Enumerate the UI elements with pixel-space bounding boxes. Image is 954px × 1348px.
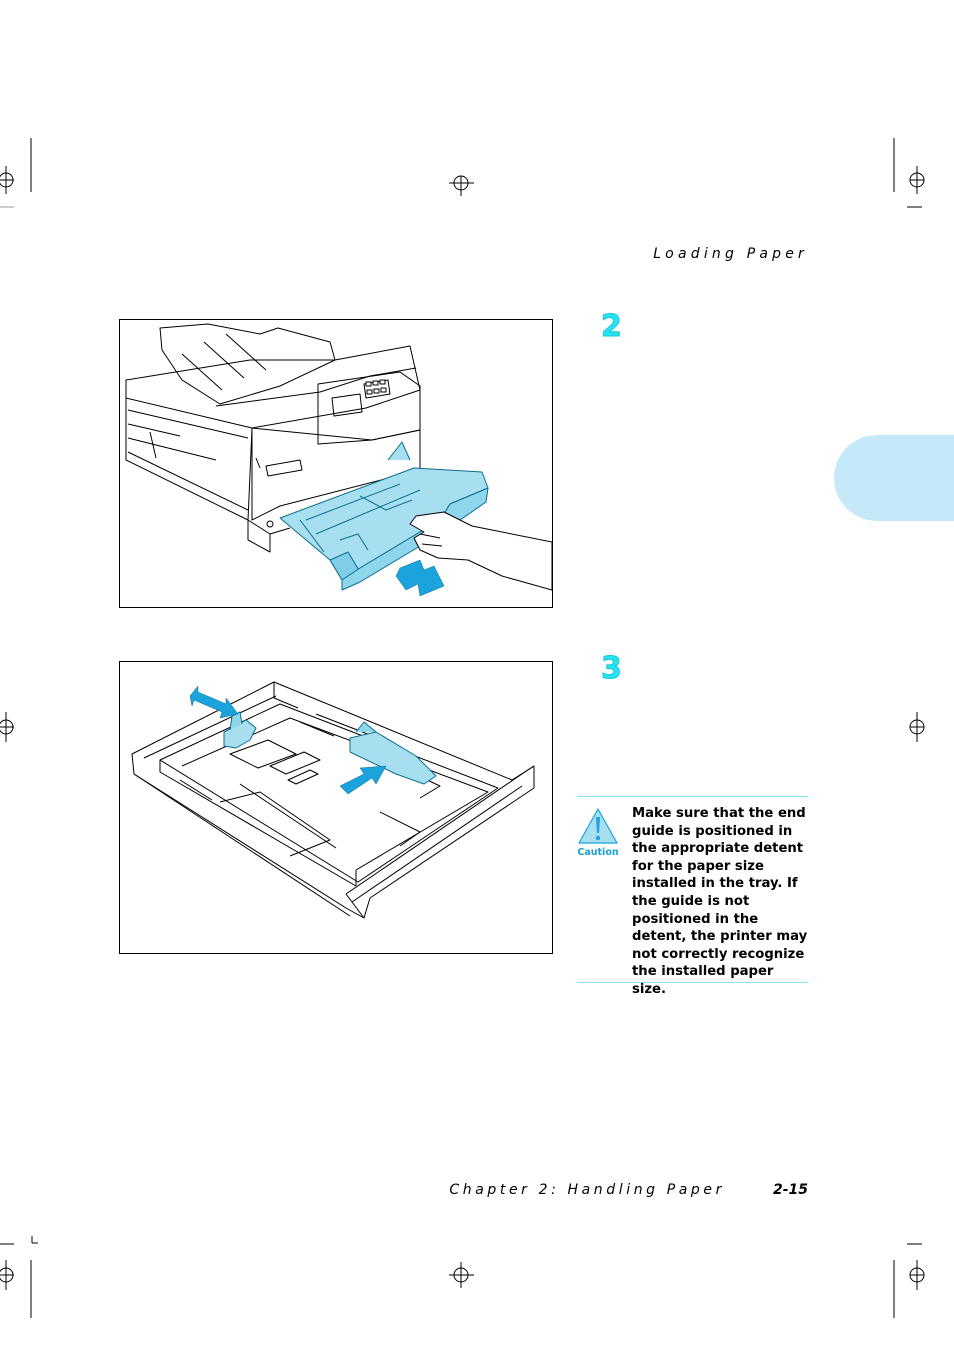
running-header: Loading Paper: [653, 246, 808, 262]
figure-adjust-guides: [119, 661, 553, 954]
step-number: 3: [601, 651, 623, 687]
page-number: 2-15: [772, 1182, 808, 1198]
caution-label: Caution: [577, 847, 619, 858]
chapter-thumb-tab: [834, 435, 954, 521]
caution-top-rule: [577, 796, 808, 797]
pull-direction-arrow: [395, 559, 445, 597]
end-guide-arrow: [339, 765, 387, 795]
width-guide-arrow: [189, 685, 239, 719]
figure-pull-out-tray: [119, 319, 553, 608]
paper-tray-illustration: [131, 681, 535, 919]
caution-triangle-icon: [578, 808, 618, 844]
caution-text: Make sure that the end guide is position…: [632, 806, 808, 997]
caution-bottom-rule: [577, 982, 808, 983]
printer-tray-illustration: [125, 323, 552, 597]
chapter-footer: Chapter 2: Handling Paper: [449, 1182, 725, 1198]
step-number: 2: [601, 309, 623, 345]
